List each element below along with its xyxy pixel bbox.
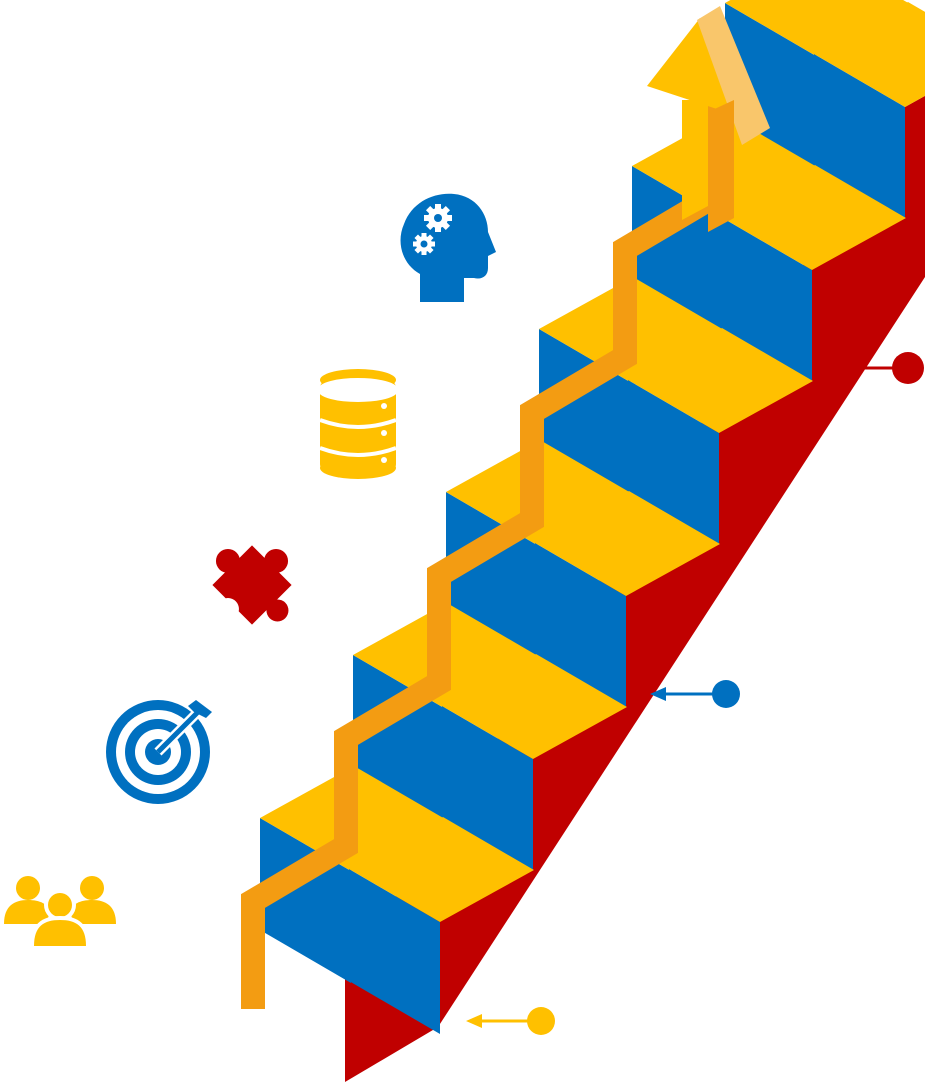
staircase: [260, 0, 925, 1082]
step-tread: [442, 654, 627, 759]
step-tread: [535, 491, 720, 596]
team-icon: [4, 876, 116, 948]
database-icon: [318, 369, 398, 479]
head-gears-icon: [400, 193, 496, 302]
step-tread: [725, 0, 910, 56]
step-riser: [349, 869, 440, 1034]
growth-path-line: [241, 86, 730, 1009]
arrow-shaft-front: [682, 100, 708, 220]
arrow-head-side: [697, 6, 770, 145]
puzzle-piece-icon: [212, 545, 292, 625]
step-tread: [721, 165, 906, 270]
growth-path: [241, 86, 730, 1009]
step-tread: [349, 817, 534, 922]
step-tread: [628, 328, 813, 433]
pointer-yellow: [466, 1007, 555, 1035]
growth-arrow-icon: [647, 6, 770, 232]
target-icon: [106, 700, 212, 804]
arrow-head-front: [647, 18, 740, 110]
arrow-shaft-side: [708, 100, 734, 232]
step-tread: [814, 2, 925, 107]
pointer-red: [834, 352, 924, 384]
pointer-blue: [650, 680, 740, 708]
